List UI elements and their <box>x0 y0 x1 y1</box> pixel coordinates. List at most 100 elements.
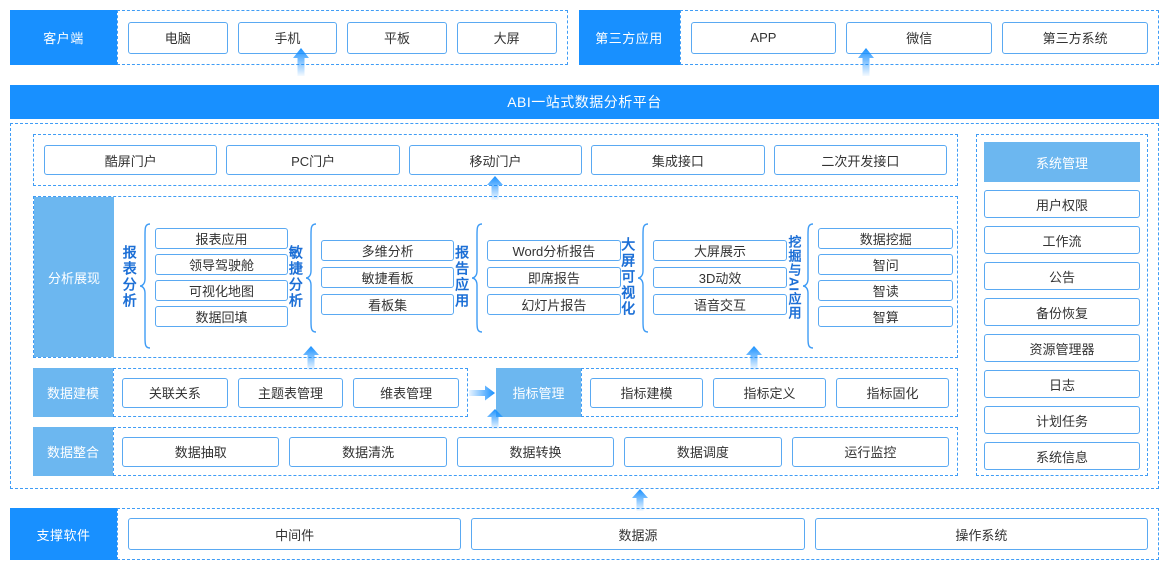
modeling-item-subject-table[interactable]: 主题表管理 <box>237 377 344 408</box>
platform-title: ABI一站式数据分析平台 <box>10 85 1159 119</box>
analysis-group-report-app-items: Word分析报告 即席报告 幻灯片报告 <box>487 239 621 315</box>
client-item-bigscreen[interactable]: 大屏 <box>456 21 557 54</box>
integration-item-cleanse[interactable]: 数据清洗 <box>289 436 447 467</box>
metric-item-modeling[interactable]: 指标建模 <box>590 377 703 408</box>
client-group: 客户端 电脑 手机 平板 大屏 <box>10 10 568 65</box>
analysis-item-3d-effect[interactable]: 3D动效 <box>653 266 787 288</box>
brace-icon <box>471 223 483 333</box>
analysis-group-bigscreen: 大屏可视化 大屏展示 3D动效 语音交互 <box>620 223 787 333</box>
modeling-items-container: 关联关系 主题表管理 维表管理 <box>113 368 468 417</box>
integration-row: 数据整合 数据抽取 数据清洗 数据转换 数据调度 运行监控 <box>33 427 958 476</box>
analysis-item-agile-board[interactable]: 敏捷看板 <box>320 266 455 288</box>
system-management-panel: 系统管理 用户权限 工作流 公告 备份恢复 资源管理器 日志 计划任务 系统信息 <box>976 134 1148 476</box>
analysis-group-agile-items: 多维分析 敏捷看板 看板集 <box>320 239 455 315</box>
client-items-container: 电脑 手机 平板 大屏 <box>117 10 568 65</box>
analysis-item-board-set[interactable]: 看板集 <box>320 293 455 315</box>
portal-item-kuping[interactable]: 酷屏门户 <box>44 145 218 175</box>
analysis-item-zhisuan[interactable]: 智算 <box>818 305 954 327</box>
third-party-group: 第三方应用 APP 微信 第三方系统 <box>578 10 1159 65</box>
analysis-groups: 报表分析 报表应用 领导驾驶舱 可视化地图 数据回填 敏捷分析 <box>114 197 957 357</box>
analysis-item-exec-cockpit[interactable]: 领导驾驶舱 <box>154 253 289 275</box>
portal-item-mobile[interactable]: 移动门户 <box>408 145 583 175</box>
arrow-up-to-portal <box>485 176 505 200</box>
sysmgmt-item-log[interactable]: 日志 <box>984 370 1140 398</box>
arrow-up-metric-to-analysis <box>744 346 764 370</box>
sysmgmt-item-workflow[interactable]: 工作流 <box>984 226 1140 254</box>
analysis-item-zhidu[interactable]: 智读 <box>818 279 954 301</box>
analysis-group-ai: 挖掘与AI应用 数据挖掘 智问 智读 智算 <box>786 223 954 349</box>
analysis-group-agile: 敏捷分析 多维分析 敏捷看板 看板集 <box>288 223 455 333</box>
analysis-group-ai-items: 数据挖掘 智问 智读 智算 <box>818 227 954 327</box>
brace-icon <box>637 223 649 333</box>
sysmgmt-item-scheduled-task[interactable]: 计划任务 <box>984 406 1140 434</box>
analysis-group-report-app-label: 报告应用 <box>454 245 471 309</box>
analysis-item-data-fillback[interactable]: 数据回填 <box>154 305 289 327</box>
third-party-item-wechat[interactable]: 微信 <box>846 21 993 54</box>
third-party-item-app[interactable]: APP <box>690 21 837 54</box>
arrow-right-modeling-to-metric <box>468 368 496 417</box>
client-layer-row: 客户端 电脑 手机 平板 大屏 第三方应用 APP 微信 第三方系统 <box>10 10 1159 65</box>
analysis-item-data-mining[interactable]: 数据挖掘 <box>818 227 954 249</box>
modeling-item-relationship[interactable]: 关联关系 <box>122 377 228 408</box>
sysmgmt-item-announcement[interactable]: 公告 <box>984 262 1140 290</box>
analysis-layer-label: 分析展现 <box>34 197 114 357</box>
platform-main-container: 酷屏门户 PC门户 移动门户 集成接口 二次开发接口 分析展现 报表分析 <box>10 123 1159 489</box>
arrow-up-to-third-party <box>856 48 876 76</box>
analysis-row: 分析展现 报表分析 报表应用 领导驾驶舱 可视化地图 数据回填 <box>33 196 958 358</box>
brace-icon <box>139 223 151 349</box>
metric-group: 指标管理 指标建模 指标定义 指标固化 <box>496 368 958 417</box>
sysmgmt-item-resource-manager[interactable]: 资源管理器 <box>984 334 1140 362</box>
analysis-item-word-report[interactable]: Word分析报告 <box>487 239 621 261</box>
brace-icon <box>802 223 814 349</box>
support-items-container: 中间件 数据源 操作系统 <box>117 508 1159 560</box>
support-item-os[interactable]: 操作系统 <box>814 518 1148 550</box>
sysmgmt-item-system-info[interactable]: 系统信息 <box>984 442 1140 470</box>
analysis-item-zhiwen[interactable]: 智问 <box>818 253 954 275</box>
third-party-item-system[interactable]: 第三方系统 <box>1002 21 1148 54</box>
sysmgmt-item-backup-restore[interactable]: 备份恢复 <box>984 298 1140 326</box>
portal-item-dev-api[interactable]: 二次开发接口 <box>773 145 948 175</box>
metric-item-solidify[interactable]: 指标固化 <box>836 377 949 408</box>
analysis-item-adhoc-report[interactable]: 即席报告 <box>487 266 621 288</box>
modeling-row: 数据建模 关联关系 主题表管理 维表管理 指标管理 指标建模 指标定义 指标固化 <box>33 368 958 417</box>
third-party-layer-label: 第三方应用 <box>578 10 680 65</box>
modeling-item-dim-table[interactable]: 维表管理 <box>353 377 460 408</box>
third-party-items-container: APP 微信 第三方系统 <box>679 10 1159 65</box>
integration-item-extract[interactable]: 数据抽取 <box>122 436 280 467</box>
integration-item-monitor[interactable]: 运行监控 <box>791 436 950 467</box>
support-item-middleware[interactable]: 中间件 <box>128 518 462 550</box>
support-item-datasource[interactable]: 数据源 <box>471 518 805 550</box>
portal-item-pc[interactable]: PC门户 <box>226 145 400 175</box>
sysmgmt-item-user-permission[interactable]: 用户权限 <box>984 190 1140 218</box>
integration-items-container: 数据抽取 数据清洗 数据转换 数据调度 运行监控 <box>113 427 958 476</box>
arrow-up-to-client <box>291 48 311 76</box>
analysis-group-report-app: 报告应用 Word分析报告 即席报告 幻灯片报告 <box>454 223 621 333</box>
arrow-up-support-to-platform <box>630 489 650 511</box>
analysis-group-ai-label: 挖掘与AI应用 <box>786 234 802 320</box>
integration-item-schedule[interactable]: 数据调度 <box>624 436 782 467</box>
client-item-pc[interactable]: 电脑 <box>128 21 228 54</box>
metric-layer-label: 指标管理 <box>496 368 581 417</box>
portal-item-integration-api[interactable]: 集成接口 <box>591 145 765 175</box>
analysis-item-voice-interaction[interactable]: 语音交互 <box>653 293 787 315</box>
analysis-item-visual-map[interactable]: 可视化地图 <box>154 279 289 301</box>
modeling-left-group: 数据建模 关联关系 主题表管理 维表管理 <box>33 368 468 417</box>
analysis-item-report-app[interactable]: 报表应用 <box>154 227 289 249</box>
metric-item-definition[interactable]: 指标定义 <box>713 377 826 408</box>
analysis-group-bigscreen-label: 大屏可视化 <box>620 237 637 317</box>
metric-items-container: 指标建模 指标定义 指标固化 <box>581 368 958 417</box>
analysis-group-bigscreen-items: 大屏展示 3D动效 语音交互 <box>653 239 787 315</box>
client-layer-label: 客户端 <box>10 10 117 65</box>
client-item-tablet[interactable]: 平板 <box>347 21 447 54</box>
analysis-group-report-items: 报表应用 领导驾驶舱 可视化地图 数据回填 <box>154 227 289 327</box>
analysis-item-multidim[interactable]: 多维分析 <box>320 239 455 261</box>
analysis-item-bigscreen-display[interactable]: 大屏展示 <box>653 239 787 261</box>
arrow-up-integration-to-modeling <box>485 409 505 429</box>
modeling-layer-label: 数据建模 <box>33 368 113 417</box>
support-layer-label: 支撑软件 <box>10 508 117 560</box>
client-item-phone[interactable]: 手机 <box>237 21 338 54</box>
integration-item-transform[interactable]: 数据转换 <box>456 436 615 467</box>
brace-icon <box>305 223 317 333</box>
analysis-item-slide-report[interactable]: 幻灯片报告 <box>487 293 621 315</box>
support-software-row: 支撑软件 中间件 数据源 操作系统 <box>10 508 1159 560</box>
